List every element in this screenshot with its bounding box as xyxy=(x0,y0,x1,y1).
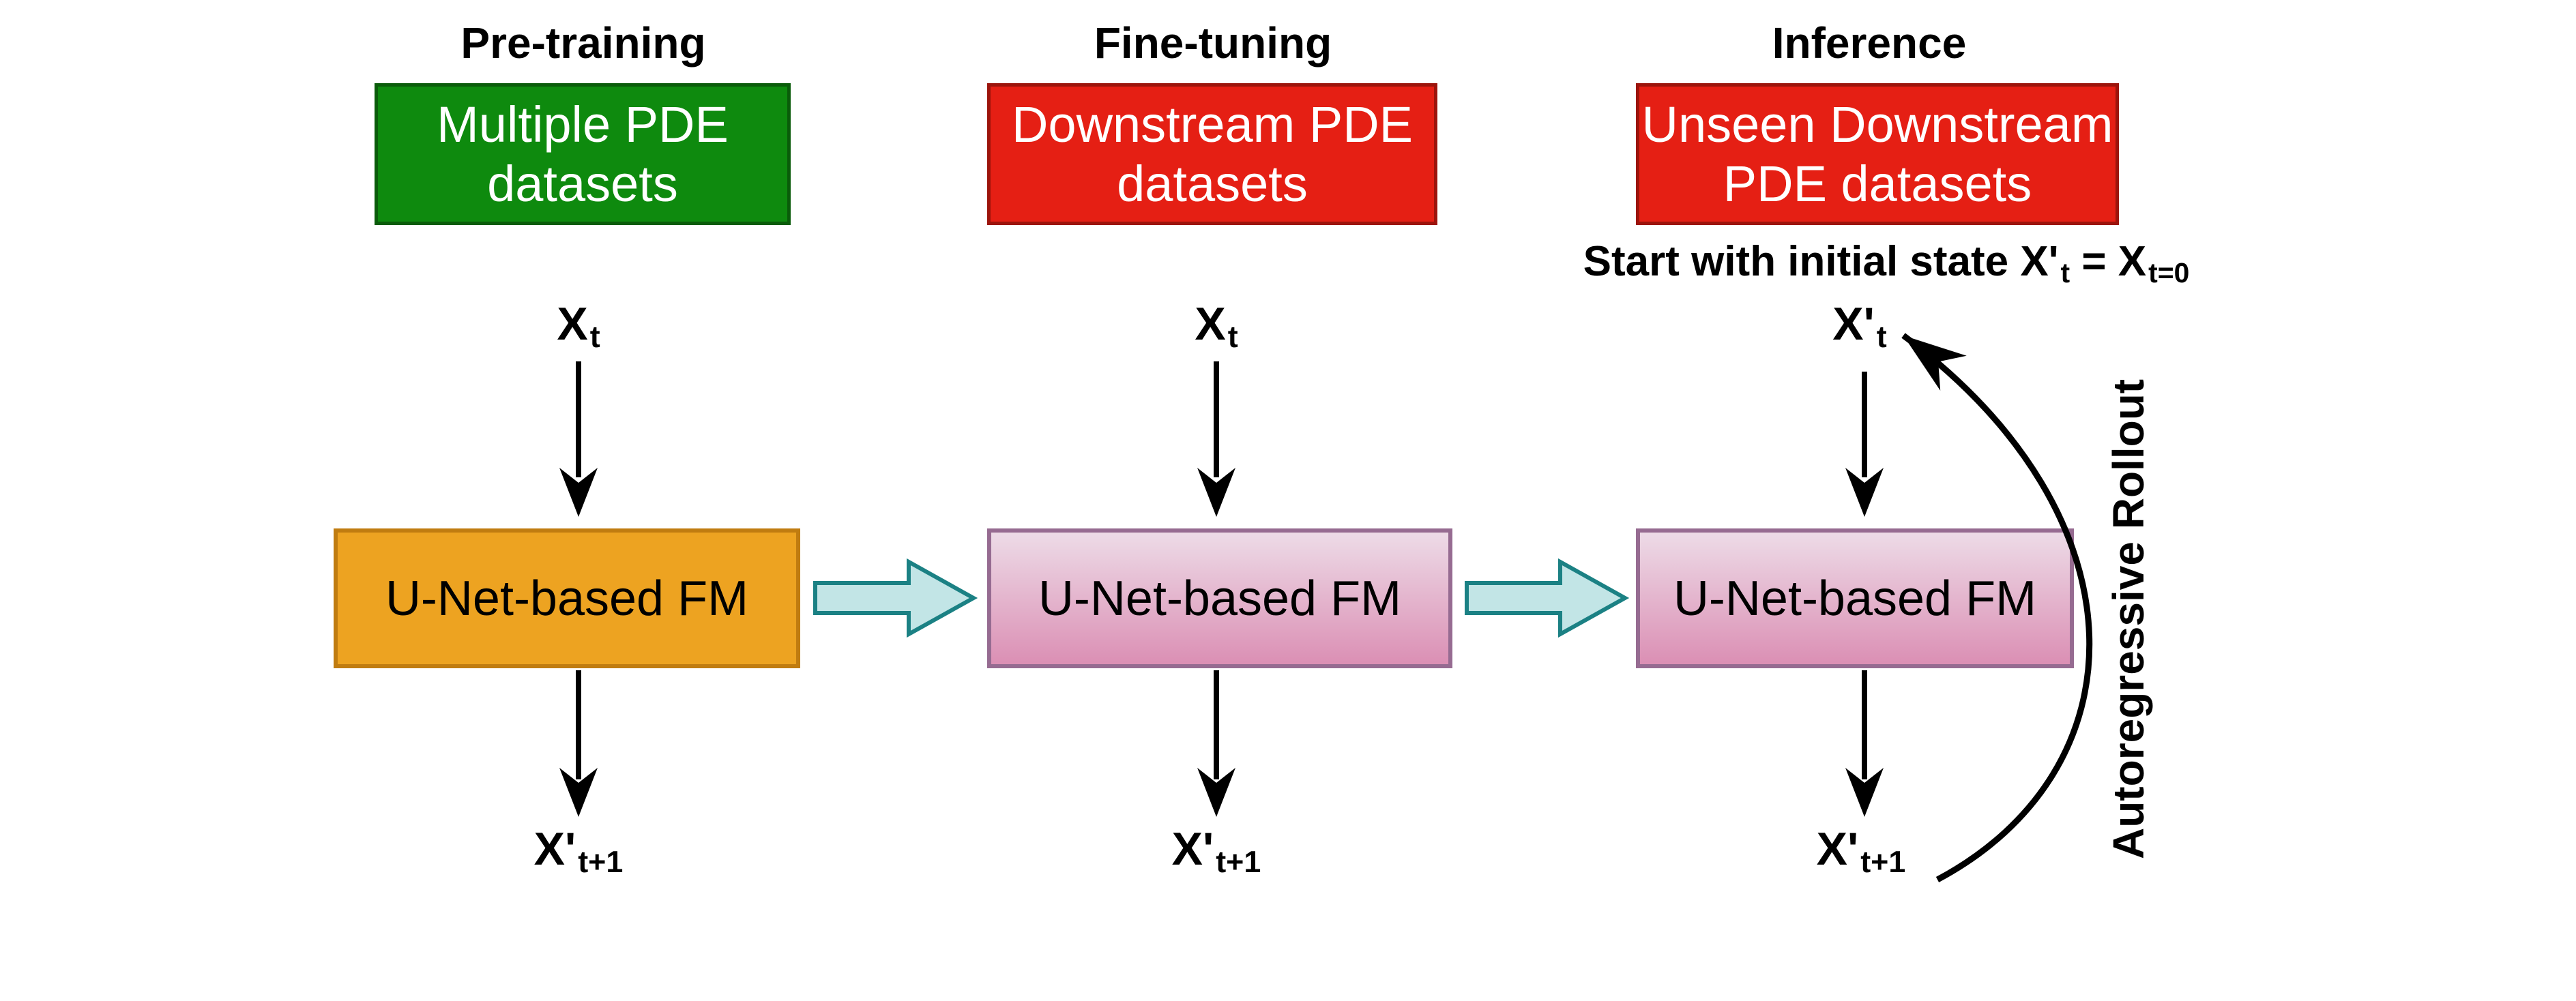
dataset-box-line: Multiple PDE xyxy=(437,95,729,153)
finetuning-output-label: X't+1 xyxy=(1171,822,1261,879)
start-note-subscript: t xyxy=(2060,256,2070,288)
pretraining-input-label: Xt xyxy=(557,297,600,354)
finetuning-output-arrow xyxy=(1197,670,1235,817)
dataset-box-line: Unseen Downstream xyxy=(1641,95,2113,153)
dataset-box-line: datasets xyxy=(1117,155,1308,212)
math-base: X' xyxy=(1832,298,1875,350)
pretraining-model-box: U-Net-based FM xyxy=(334,528,800,668)
pretraining-title: Pre-training xyxy=(460,18,706,68)
pretrain-to-finetune-arrow xyxy=(813,558,978,638)
math-subscript: t xyxy=(1876,318,1887,354)
finetuning-model-box: U-Net-based FM xyxy=(987,528,1452,668)
finetuning-dataset-box: Downstream PDE datasets xyxy=(987,83,1437,225)
model-box-label: U-Net-based FM xyxy=(385,571,749,626)
start-note-subscript: t=0 xyxy=(2148,256,2190,288)
start-note-text: Start with initial state X' xyxy=(1583,238,2059,285)
math-subscript: t+1 xyxy=(1216,843,1261,879)
math-base: X xyxy=(1195,298,1226,350)
inference-model-box: U-Net-based FM xyxy=(1636,528,2074,668)
dataset-box-line: datasets xyxy=(487,155,678,212)
inference-output-arrow xyxy=(1845,670,1884,817)
inference-start-note: Start with initial state X't = Xt=0 xyxy=(1583,237,2190,288)
autoregressive-rollout-label: Autoregressive Rollout xyxy=(2104,378,2153,859)
math-base: X xyxy=(557,298,588,350)
inference-input-label: X't xyxy=(1832,297,1886,354)
math-base: X' xyxy=(1816,823,1859,875)
inference-output-label: X't+1 xyxy=(1816,822,1906,879)
math-subscript: t xyxy=(589,318,600,354)
pretraining-input-arrow xyxy=(559,361,598,517)
inference-input-arrow xyxy=(1845,372,1884,517)
finetuning-input-label: Xt xyxy=(1195,297,1238,354)
finetuning-input-arrow xyxy=(1197,361,1235,517)
start-note-text: = X xyxy=(2070,238,2147,285)
model-box-label: U-Net-based FM xyxy=(1673,571,2037,626)
dataset-box-line: PDE datasets xyxy=(1723,155,2032,212)
inference-dataset-box: Unseen Downstream PDE datasets xyxy=(1636,83,2119,225)
dataset-box-line: Downstream PDE xyxy=(1011,95,1414,153)
inference-title: Inference xyxy=(1772,18,1967,68)
math-base: X' xyxy=(1171,823,1214,875)
math-subscript: t+1 xyxy=(1860,843,1906,879)
pretraining-output-arrow xyxy=(559,670,598,817)
finetune-to-inference-arrow xyxy=(1465,558,1630,638)
pretraining-dataset-box: Multiple PDE datasets xyxy=(375,83,791,225)
math-subscript: t xyxy=(1227,318,1238,354)
math-base: X' xyxy=(533,823,576,875)
finetuning-title: Fine-tuning xyxy=(1094,18,1332,68)
math-subscript: t+1 xyxy=(578,843,624,879)
pretraining-output-label: X't+1 xyxy=(533,822,624,879)
model-box-label: U-Net-based FM xyxy=(1038,571,1402,626)
